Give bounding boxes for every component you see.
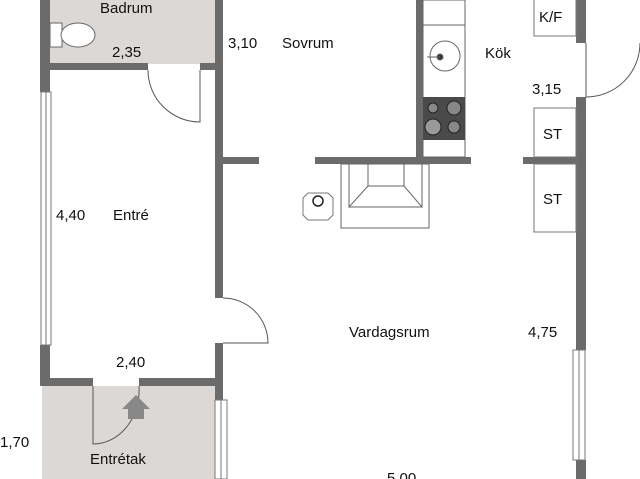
stove-icon (423, 97, 465, 140)
fireplace-icon (340, 163, 430, 229)
dimension-vardagsrum: 4,75 (528, 324, 557, 341)
room-label-sovrum: Sovrum (282, 35, 334, 52)
walls (40, 0, 586, 479)
windows (40, 91, 586, 479)
fixture-st-2: ST (543, 191, 562, 208)
entrance-arrow-icon (122, 395, 150, 419)
room-label-badrum: Badrum (100, 0, 153, 17)
room-label-entretak: Entrétak (90, 451, 146, 468)
entretak-floor (42, 386, 216, 479)
dimension-entretak: 1,70 (0, 434, 29, 451)
fixture-kf: K/F (539, 9, 562, 26)
dimension-entre-width: 2,40 (116, 354, 145, 371)
room-label-vardagsrum: Vardagsrum (349, 324, 430, 341)
sink-icon (429, 40, 461, 72)
fixture-st-1: ST (543, 126, 562, 143)
small-stove-icon (302, 192, 334, 221)
toilet-icon (49, 22, 96, 48)
fixture-boxes (533, 0, 577, 233)
room-label-kok: Kök (485, 45, 511, 62)
dimension-entre: 4,40 (56, 207, 85, 224)
room-label-entre: Entré (113, 207, 149, 224)
dimension-vardagsrum-width: 5,00 (387, 470, 416, 479)
dimension-badrum: 2,35 (112, 44, 141, 61)
kitchen-counter (422, 0, 466, 158)
labels: Badrum 2,35 3,10 Sovrum Kök 3,15 K/F ST … (0, 0, 562, 479)
dimension-sovrum: 3,10 (228, 35, 257, 52)
dimension-kok: 3,15 (532, 81, 561, 98)
